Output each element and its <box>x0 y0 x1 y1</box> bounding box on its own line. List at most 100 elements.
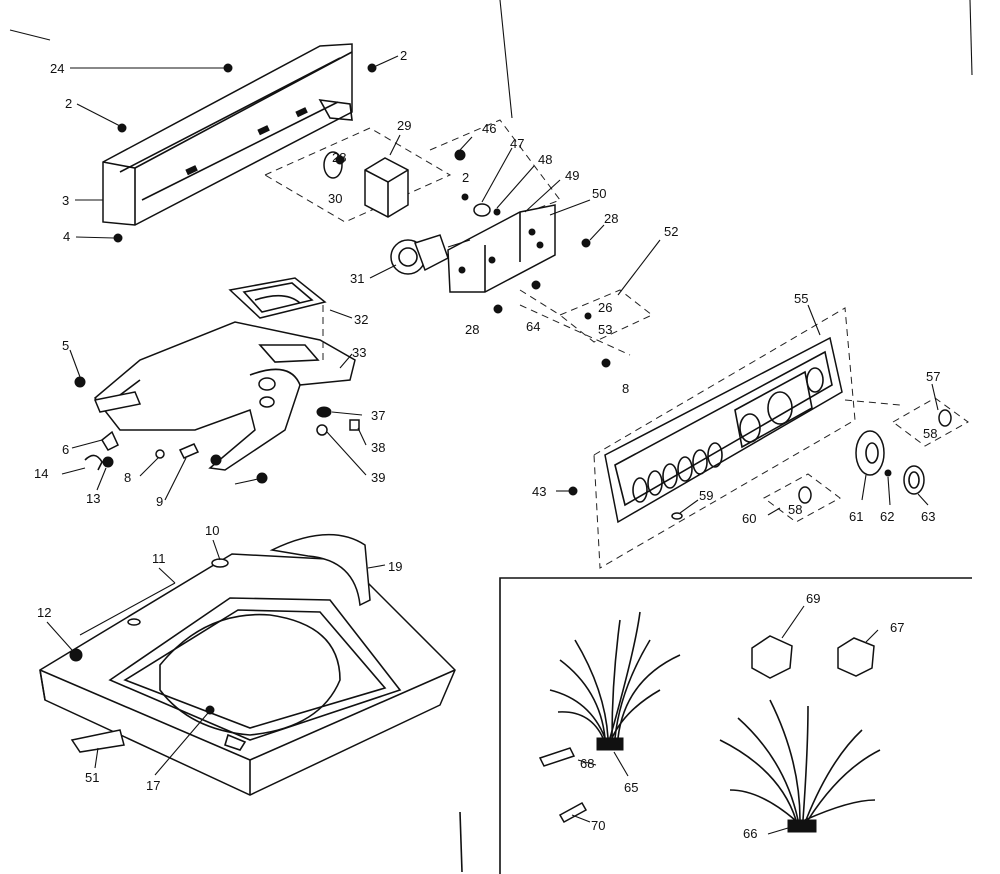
leader-line <box>524 179 561 213</box>
dashed-line <box>519 304 631 356</box>
dashed-group-box <box>593 307 856 569</box>
part-label: 30 <box>328 191 342 206</box>
part-label: 28 <box>465 322 479 337</box>
part-label: 10 <box>205 523 219 538</box>
leader-line <box>589 224 605 241</box>
leader-line <box>807 304 821 336</box>
washer-part <box>155 449 165 459</box>
part-label: 38 <box>371 440 385 455</box>
part-label: 51 <box>85 770 99 785</box>
leader-line <box>139 457 159 477</box>
part-label: 8 <box>124 470 131 485</box>
part-label: 37 <box>371 408 385 423</box>
part-label: 47 <box>510 136 524 151</box>
switch-part <box>473 203 491 217</box>
part-label: 4 <box>63 229 70 244</box>
part-label: 65 <box>624 780 638 795</box>
part-label: 60 <box>742 511 756 526</box>
scan-edge-line <box>499 0 513 119</box>
part-label: 39 <box>371 470 385 485</box>
part-label: 50 <box>592 186 606 201</box>
part-label: 32 <box>354 312 368 327</box>
leader-line <box>613 751 629 777</box>
leader-line <box>158 567 176 584</box>
part-label: 2 <box>65 96 72 111</box>
part-label: 14 <box>34 466 48 481</box>
part-label: 58 <box>788 502 802 517</box>
leader-line <box>865 629 879 643</box>
leader-line <box>549 199 591 216</box>
leader-line <box>329 309 353 319</box>
leader-line <box>96 467 107 491</box>
scan-mark <box>9 29 51 41</box>
screw-icon <box>584 312 592 320</box>
part-label: 67 <box>890 620 904 635</box>
part-label: 58 <box>923 426 937 441</box>
leader-line <box>76 103 121 127</box>
screw-icon <box>568 486 578 496</box>
part-label: 70 <box>591 818 605 833</box>
part-label: 28 <box>604 211 618 226</box>
screw-icon <box>581 238 591 248</box>
leader-line <box>767 827 789 835</box>
part-label: 59 <box>699 488 713 503</box>
screw-icon <box>531 280 541 290</box>
leader-line <box>326 431 367 476</box>
washer-top-cover <box>39 553 456 796</box>
scan-edge-line <box>969 0 973 76</box>
leader-line <box>369 264 397 279</box>
screw-icon <box>493 208 501 216</box>
part-label: 19 <box>388 559 402 574</box>
clip-part <box>349 419 360 431</box>
part-label: 11 <box>152 551 166 566</box>
connector-part <box>538 747 576 767</box>
leader-line <box>375 55 399 67</box>
dashed-line <box>519 289 561 316</box>
washer-part <box>316 424 328 436</box>
leader-line <box>212 539 221 561</box>
part-label: 48 <box>538 152 552 167</box>
leader-line <box>679 499 699 514</box>
switch-bracket <box>447 204 556 293</box>
leader-line <box>389 134 401 156</box>
part-label: 53 <box>598 322 612 337</box>
part-label: 68 <box>580 756 594 771</box>
leader-line <box>931 383 939 411</box>
leader-line <box>767 507 781 516</box>
leader-line <box>331 411 363 416</box>
part-label: 62 <box>880 509 894 524</box>
leader-line <box>61 467 86 475</box>
part-label: 24 <box>50 61 64 76</box>
grommet-part <box>316 406 332 418</box>
part-label: 57 <box>926 369 940 384</box>
leader-line <box>571 814 591 823</box>
leader-line <box>861 474 867 501</box>
leader-line <box>46 621 73 651</box>
part-label: 29 <box>397 118 411 133</box>
leader-line <box>164 457 187 501</box>
part-number-labels: 24 2 2 3 4 29 28 30 46 47 48 2 49 50 28 … <box>34 48 940 841</box>
part-label: 46 <box>482 121 496 136</box>
leader-line <box>781 605 805 639</box>
part-label: 64 <box>526 319 540 334</box>
dashed-group-box <box>559 289 653 343</box>
screw-icon <box>367 63 377 73</box>
part-label: 17 <box>146 778 160 793</box>
clip-part <box>671 512 683 520</box>
knob-clip <box>323 151 345 179</box>
leader-line <box>577 759 597 766</box>
motor-pulley <box>390 234 471 275</box>
part-label: 63 <box>921 509 935 524</box>
screw-icon <box>884 469 892 477</box>
dashed-group-box <box>892 397 969 447</box>
lamp-part <box>938 409 952 427</box>
control-panel <box>604 336 843 524</box>
clip-part <box>178 443 200 459</box>
leader-line <box>357 427 367 446</box>
part-label: 61 <box>849 509 863 524</box>
leader-line <box>367 564 386 569</box>
screw-icon <box>210 454 222 466</box>
part-label: 8 <box>622 381 629 396</box>
switch-part <box>837 637 875 677</box>
